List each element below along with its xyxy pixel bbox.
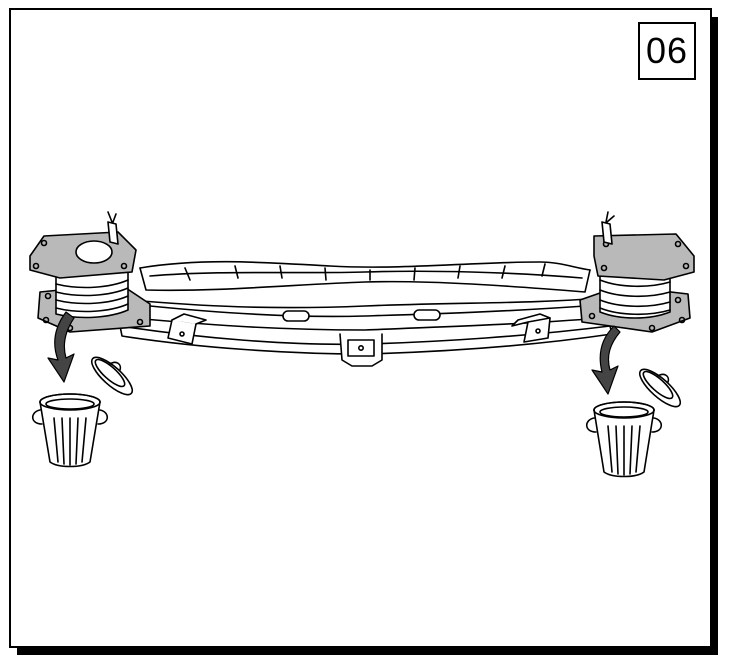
left-removal-arrow-icon <box>47 311 75 383</box>
right-crash-box <box>579 211 695 333</box>
right-trash-bin-icon <box>585 401 663 478</box>
step-number: 06 <box>645 30 689 71</box>
right-cap-icon <box>638 368 682 408</box>
left-cap-icon <box>90 356 134 396</box>
left-trash-bin-icon <box>31 393 109 468</box>
left-crash-box <box>29 211 151 333</box>
right-removal-arrow-icon <box>591 325 621 395</box>
step-number-box: 06 <box>638 22 696 80</box>
bumper-beam <box>119 260 613 367</box>
